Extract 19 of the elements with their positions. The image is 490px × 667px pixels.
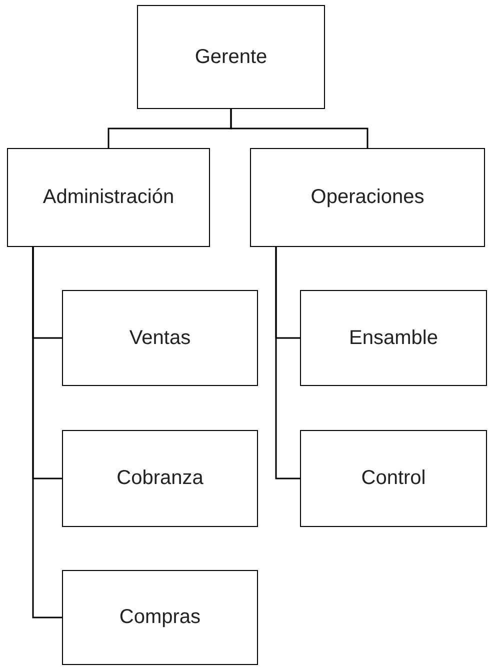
org-box bbox=[62, 570, 258, 665]
org-box bbox=[137, 5, 325, 109]
box-label: Gerente bbox=[194, 44, 268, 70]
org-box bbox=[62, 290, 258, 386]
org-box bbox=[62, 430, 258, 527]
box-label: Administración bbox=[42, 185, 174, 210]
box-label: Ensamble bbox=[349, 326, 438, 350]
box-label: Control bbox=[361, 466, 426, 491]
org-box bbox=[300, 430, 487, 527]
org-box bbox=[250, 148, 485, 247]
box-label: Operaciones bbox=[310, 185, 424, 210]
connector-line bbox=[230, 109, 368, 148]
box-label: Cobranza bbox=[116, 466, 204, 491]
org-box bbox=[300, 290, 487, 386]
box-label: Ventas bbox=[129, 326, 191, 350]
connector-line bbox=[32, 247, 62, 618]
connector-line bbox=[275, 247, 300, 480]
org-box bbox=[7, 148, 210, 247]
box-label: Compras bbox=[119, 605, 201, 630]
